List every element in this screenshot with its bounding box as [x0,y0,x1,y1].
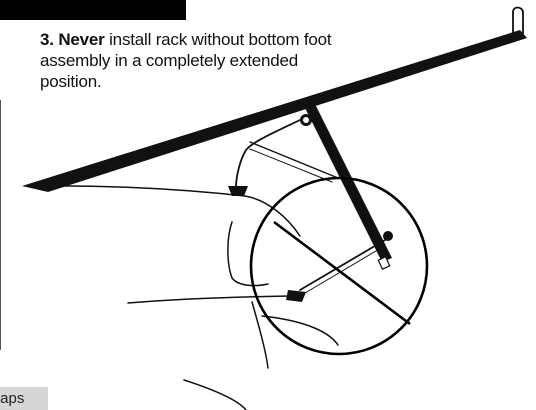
instruction-line-1: install rack without bottom foot [109,30,332,49]
upper-bracket-ring [303,117,309,123]
upper-strap [249,141,339,179]
upper-rack-arm [235,119,301,189]
never-emphasis: Never [58,30,105,49]
lower-foot-pad [286,290,306,302]
section-tab-label: traps [0,390,25,407]
tail-light-outline [227,221,269,287]
trunk-line [127,295,291,304]
instruction-text: 3. Never install rack without bottom foo… [40,29,420,92]
rear-window-outline [34,185,301,237]
bumper-curve [261,315,339,346]
rack-main-bar [22,30,527,192]
instruction-line-3: position. [40,72,102,91]
section-tab: traps [0,387,48,410]
step-number: 3. [40,30,54,49]
instruction-line-2: assembly in a completely extended [40,51,298,70]
leg-end-cap [377,255,391,271]
lower-rack-arm [299,239,386,291]
bumper-outline [251,301,269,369]
header-bar [0,0,186,20]
rack-hook [512,6,524,39]
upper-foot-pad [228,186,248,196]
left-margin-rule [0,100,1,350]
no-sign-icon [249,176,429,356]
rear-panel-curve [183,379,247,410]
lower-bracket [383,231,393,241]
upper-strap-inner [249,148,333,183]
